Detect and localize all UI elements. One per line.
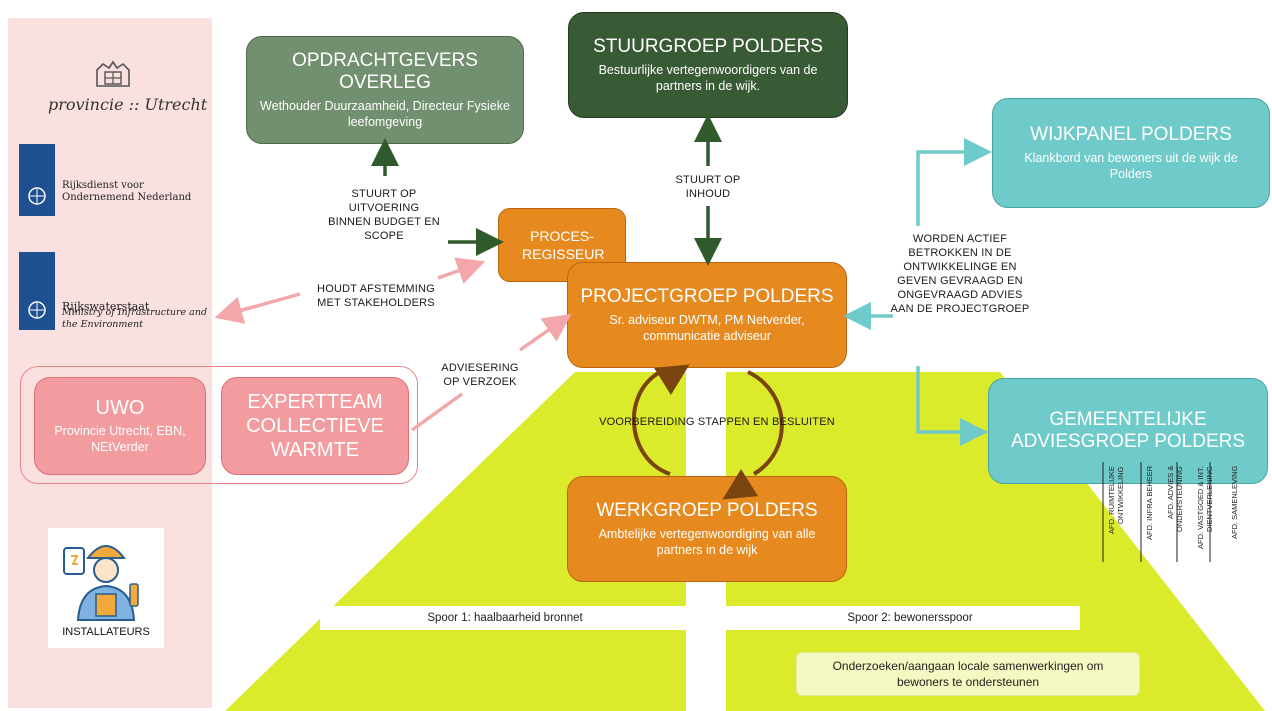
- werkgroep-title: WERKGROEP POLDERS: [596, 500, 818, 521]
- rws-subtitle: Ministry of Infrastructure and the Envir…: [62, 307, 208, 330]
- werkgroep-subtitle: Ambtelijke vertegenwoordiging van alle p…: [598, 527, 816, 557]
- rws-name: Rijkswaterstaat: [62, 300, 150, 313]
- label-worden-betrokken: WORDEN ACTIEF BETROKKEN IN DE ONTWIKKELI…: [890, 233, 1030, 315]
- uwo-title: UWO: [95, 397, 145, 419]
- label-advisering: ADVIESERING OP VERZOEK: [441, 362, 519, 388]
- track-note-box: Onderzoeken/aangaan locale samenwerkinge…: [796, 652, 1140, 696]
- projectgroep-box: PROJECTGROEP POLDERS Sr. adviseur DWTM, …: [567, 262, 847, 368]
- werkgroep-box: WERKGROEP POLDERS Ambtelijke vertegenwoo…: [567, 476, 847, 582]
- track-spoor1-label: Spoor 1: haalbaarheid bronnet: [427, 612, 583, 624]
- procesregisseur-title: PROCES-REGISSEUR: [522, 228, 605, 262]
- stuurgroep-box: STUURGROEP POLDERS Bestuurlijke vertegen…: [568, 12, 848, 118]
- crest-icon: [28, 301, 46, 319]
- opdrachtgevers-title: OPDRACHTGEVERS OVERLEG: [292, 50, 478, 93]
- expertteam-box: EXPERTTEAM COLLECTIEVE WARMTE: [221, 377, 409, 475]
- label-stuurt-uitvoering: STUURT OP UITVOERING BINNEN BUDGET EN SC…: [328, 188, 440, 242]
- projectgroep-subtitle: Sr. adviseur DWTM, PM Netverder, communi…: [609, 313, 805, 343]
- rvo-logo-tile: [19, 144, 55, 216]
- provincie-utrecht-wordmark: provincie :: Utrecht: [48, 95, 208, 114]
- wijkpanel-title: WIJKPANEL POLDERS: [1030, 124, 1232, 145]
- coat-of-arms-icon: [96, 60, 130, 87]
- rws-logo-tile: [19, 252, 55, 330]
- label-stuurt-inhoud: STUURT OP INHOUD: [675, 174, 741, 200]
- wijkpanel-subtitle: Klankbord van bewoners uit de wijk de Po…: [1024, 151, 1238, 181]
- uwo-subtitle: Provincie Utrecht, EBN, NEtVerder: [54, 424, 186, 454]
- track-spoor2-label: Spoor 2: bewonersspoor: [847, 612, 973, 624]
- opdrachtgevers-overleg-box: OPDRACHTGEVERS OVERLEG Wethouder Duurzaa…: [246, 36, 524, 144]
- label-houdt-afstemming: HOUDT AFSTEMMING MET STAKEHOLDERS: [317, 283, 435, 309]
- provincie-utrecht-logo: provincie :: Utrecht: [48, 58, 207, 114]
- expertteam-title: EXPERTTEAM COLLECTIEVE WARMTE: [246, 391, 384, 461]
- stuurgroep-title: STUURGROEP POLDERS: [593, 36, 823, 57]
- projectgroep-title: PROJECTGROEP POLDERS: [580, 286, 834, 307]
- opdrachtgevers-subtitle: Wethouder Duurzaamheid, Directeur Fysiek…: [260, 99, 510, 129]
- department-ticks: [1102, 462, 1211, 562]
- track-note-text: Onderzoeken/aangaan locale samenwerkinge…: [832, 659, 1104, 689]
- installer-worker-icon: [63, 545, 139, 621]
- wijkpanel-box: WIJKPANEL POLDERS Klankbord van bewoners…: [992, 98, 1270, 208]
- crest-icon: [28, 187, 46, 205]
- installateurs-tile: INSTALLATEURS: [48, 528, 164, 648]
- uwo-box: UWO Provincie Utrecht, EBN, NEtVerder: [34, 377, 206, 475]
- stuurgroep-subtitle: Bestuurlijke vertegenwoordigers van de p…: [598, 63, 818, 93]
- gemeentelijke-adviesgroep-box: GEMEENTELIJKE ADVIESGROEP POLDERS: [988, 378, 1268, 484]
- installateurs-label: INSTALLATEURS: [62, 626, 150, 638]
- gemeentelijke-title: GEMEENTELIJKE ADVIESGROEP POLDERS: [1010, 409, 1246, 452]
- label-voorbereiding: VOORBEREIDING STAPPEN EN BESLUITEN: [599, 416, 835, 428]
- rvo-name: Rijksdienst voor Ondernemend Nederland: [62, 180, 192, 203]
